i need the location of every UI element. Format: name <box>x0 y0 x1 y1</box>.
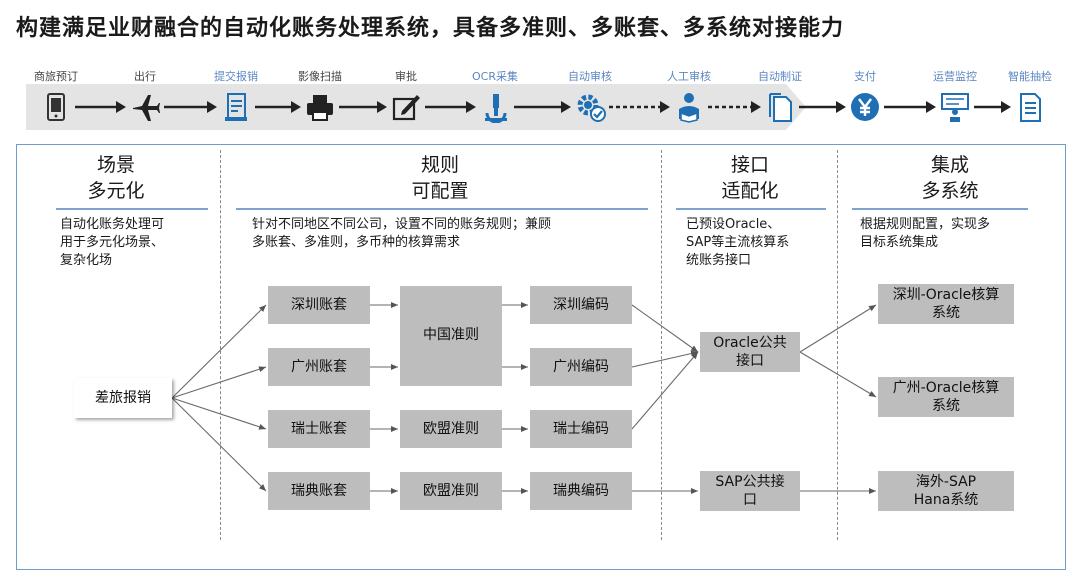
airplane-icon <box>133 95 160 121</box>
ledger-box-sweden: 瑞典账套 <box>268 472 370 510</box>
flow-step-label: 影像扫描 <box>298 70 342 83</box>
submit-document-icon <box>225 93 247 121</box>
column-head-interface: 接口适配化 <box>721 154 779 202</box>
document-list-icon <box>1020 93 1041 122</box>
column-desc-integration: 根据规则配置，实现多目标系统集成 <box>860 217 991 250</box>
sap-interface-box: SAP公共接口 <box>700 471 800 511</box>
flow-step-label: OCR采集 <box>472 70 518 83</box>
column-divider <box>661 150 662 540</box>
document-copy-icon <box>769 93 792 122</box>
scanner-printer-icon <box>307 95 333 121</box>
column-head-scenario: 场景多元化 <box>87 154 145 202</box>
flow-step-label: 运营监控 <box>933 70 977 83</box>
flow-arrow <box>609 101 670 113</box>
column-desc-rules: 针对不同地区不同公司，设置不同的账务规则；兼顾多账套、多准则，多币种的核算需求 <box>252 217 552 250</box>
flow-arrow <box>339 101 387 113</box>
page-title: 构建满足业财融合的自动化账务处理系统，具备多准则、多账套、多系统对接能力 <box>16 16 845 41</box>
column-head-integration: 集成多系统 <box>921 154 979 202</box>
flow-arrow <box>164 101 217 113</box>
flow-arrow <box>799 101 846 113</box>
target-system-guangzhou-oracle: 广州-Oracle核算系统 <box>878 377 1014 417</box>
architecture-panel <box>16 144 1066 570</box>
yen-coin-icon <box>851 93 879 121</box>
code-box-shenzhen: 深圳编码 <box>530 286 632 324</box>
flow-arrow <box>75 101 126 113</box>
flow-step-label: 支付 <box>854 70 876 83</box>
oracle-interface-box: Oracle公共接口 <box>700 332 800 372</box>
flow-step-label: 出行 <box>134 70 156 83</box>
column-rule <box>236 208 648 210</box>
code-box-switzerland: 瑞士编码 <box>530 410 632 448</box>
travel-reimbursement-box: 差旅报销 <box>74 378 172 418</box>
ledger-box-shenzhen: 深圳账套 <box>268 286 370 324</box>
edit-approve-icon <box>392 95 420 121</box>
ledger-box-guangzhou: 广州账套 <box>268 348 370 386</box>
code-box-guangzhou: 广州编码 <box>530 348 632 386</box>
eu-standard-box: 欧盟准则 <box>400 472 502 510</box>
flow-step-label: 提交报销 <box>214 70 258 83</box>
flow-step-label: 审批 <box>395 70 417 83</box>
microscope-icon <box>485 94 507 123</box>
monitor-board-icon <box>941 93 969 122</box>
column-desc-interface: 已预设Oracle、SAP等主流核算系统账务接口 <box>686 217 790 268</box>
column-divider <box>220 150 221 540</box>
column-desc-scenario: 自动化账务处理可用于多元化场景、复杂化场 <box>60 217 165 268</box>
flow-arrow <box>255 101 301 113</box>
column-head-rules: 规则可配置 <box>411 154 469 202</box>
flow-step-label: 自动制证 <box>758 70 802 83</box>
flow-arrow <box>974 101 1011 113</box>
flow-arrow <box>708 101 761 113</box>
flow-step-label: 自动审核 <box>568 70 612 83</box>
gear-check-icon <box>577 94 606 122</box>
flow-step-label: 人工审核 <box>667 70 711 83</box>
column-rule <box>852 208 1028 210</box>
flow-arrow <box>884 101 936 113</box>
flow-step-label: 智能抽检 <box>1008 70 1052 83</box>
flow-arrow <box>425 101 476 113</box>
person-reading-icon <box>679 93 699 123</box>
ledger-box-switzerland: 瑞士账套 <box>268 410 370 448</box>
flow-step-label: 商旅预订 <box>34 70 78 83</box>
china-standard-box: 中国准则 <box>400 286 502 386</box>
column-rule <box>56 208 208 210</box>
process-banner <box>26 84 806 130</box>
flow-arrow <box>514 101 571 113</box>
eu-standard-box: 欧盟准则 <box>400 410 502 448</box>
shopping-cart-phone-icon <box>47 93 65 121</box>
target-system-shenzhen-oracle: 深圳-Oracle核算系统 <box>878 284 1014 324</box>
code-box-sweden: 瑞典编码 <box>530 472 632 510</box>
column-rule <box>676 208 826 210</box>
column-divider <box>837 150 838 540</box>
